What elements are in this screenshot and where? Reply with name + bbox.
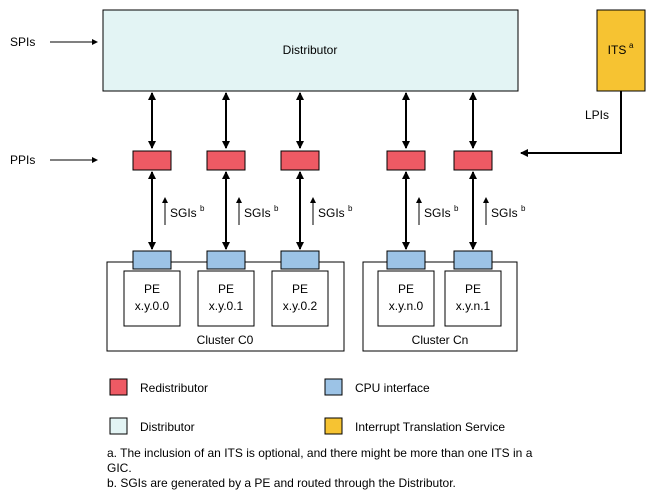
sgi-label-2: SGIs [318,206,345,220]
legend-cpu-interface-label: CPU interface [355,381,430,395]
redistributor-1 [206,150,246,171]
cpu-interface-4 [453,250,493,270]
pe-id-1: x.y.0.1 [209,299,244,313]
pe-title-2: PE [292,282,308,296]
pe-box-3 [377,270,435,327]
pe-title-0: PE [144,282,160,296]
legend-its-label: Interrupt Translation Service [355,420,505,434]
footnote-b: b. SGIs are generated by a PE and routed… [107,476,456,490]
pe-id-4: x.y.n.1 [456,299,491,313]
its-superscript: a [629,41,634,50]
legend-its-swatch [324,417,343,435]
its-box [596,9,646,92]
cluster-label-0: Cluster C0 [197,333,254,347]
pe-id-3: x.y.n.0 [389,299,424,313]
lpis-label: LPIs [585,108,609,122]
legend-distributor-label: Distributor [140,420,195,434]
redistributor-2 [280,150,320,171]
sgi-sup-2: b [348,204,353,213]
pe-box-0 [123,270,181,327]
footnotes: a. The inclusion of an ITS is optional, … [107,446,547,491]
sgi-label-4: SGIs [491,206,518,220]
sgi-sup-3: b [454,204,459,213]
cpu-interface-3 [386,250,426,270]
legend-distributor-swatch [109,417,128,435]
cluster-label-1: Cluster Cn [412,333,469,347]
lpis-arrow [520,91,622,157]
sgi-sup-4: b [521,204,526,213]
distributor-label: Distributor [283,43,338,57]
pe-box-2 [271,270,329,327]
cpu-interface-0 [132,250,172,270]
redistributor-0 [132,150,172,171]
redistributor-3 [386,150,426,171]
pe-id-2: x.y.0.2 [283,299,318,313]
sgi-label-1: SGIs [244,206,271,220]
pe-title-4: PE [465,282,481,296]
pe-title-3: PE [398,282,414,296]
footnote-a: a. The inclusion of an ITS is optional, … [107,446,533,475]
sgi-label-3: SGIs [424,206,451,220]
pe-box-4 [444,270,502,327]
legend-redistributor-swatch [109,378,128,396]
cpu-interface-2 [280,250,320,270]
ppis-label: PPIs [10,153,35,167]
legend-cpu-interface-swatch [324,378,343,396]
spis-label: SPIs [10,35,35,49]
pe-id-0: x.y.0.0 [135,299,170,313]
its-label: ITS [608,43,627,57]
redistributor-4 [453,150,493,171]
cpu-interface-1 [206,250,246,270]
distributor-box [102,9,519,92]
sgi-label-0: SGIs [170,206,197,220]
pe-box-1 [197,270,255,327]
pe-title-1: PE [218,282,234,296]
sgi-sup-1: b [274,204,279,213]
sgi-sup-0: b [200,204,205,213]
legend-redistributor-label: Redistributor [140,381,208,395]
